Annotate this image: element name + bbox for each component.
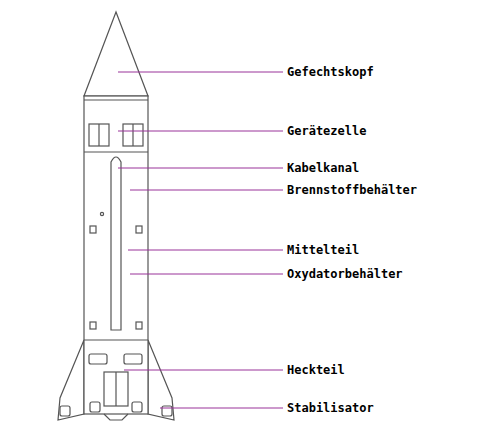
part-label: Stabilisator	[287, 401, 374, 415]
cable-channel	[111, 157, 121, 330]
part-label: Brennstoffbehälter	[287, 183, 417, 197]
nose-cone	[84, 12, 148, 96]
left-fin	[58, 340, 84, 420]
leader-lines	[118, 72, 283, 408]
part-label: Oxydatorbehälter	[287, 267, 403, 281]
part-label: Gefechtskopf	[287, 65, 374, 79]
part-label: Heckteil	[287, 363, 345, 377]
rocket-body	[84, 96, 148, 414]
part-label: Mittelteil	[287, 243, 359, 257]
instrument-window	[89, 124, 109, 146]
part-label: Kabelkanal	[287, 161, 359, 175]
instrument-window	[123, 124, 143, 146]
part-label: Gerätezelle	[287, 124, 366, 138]
